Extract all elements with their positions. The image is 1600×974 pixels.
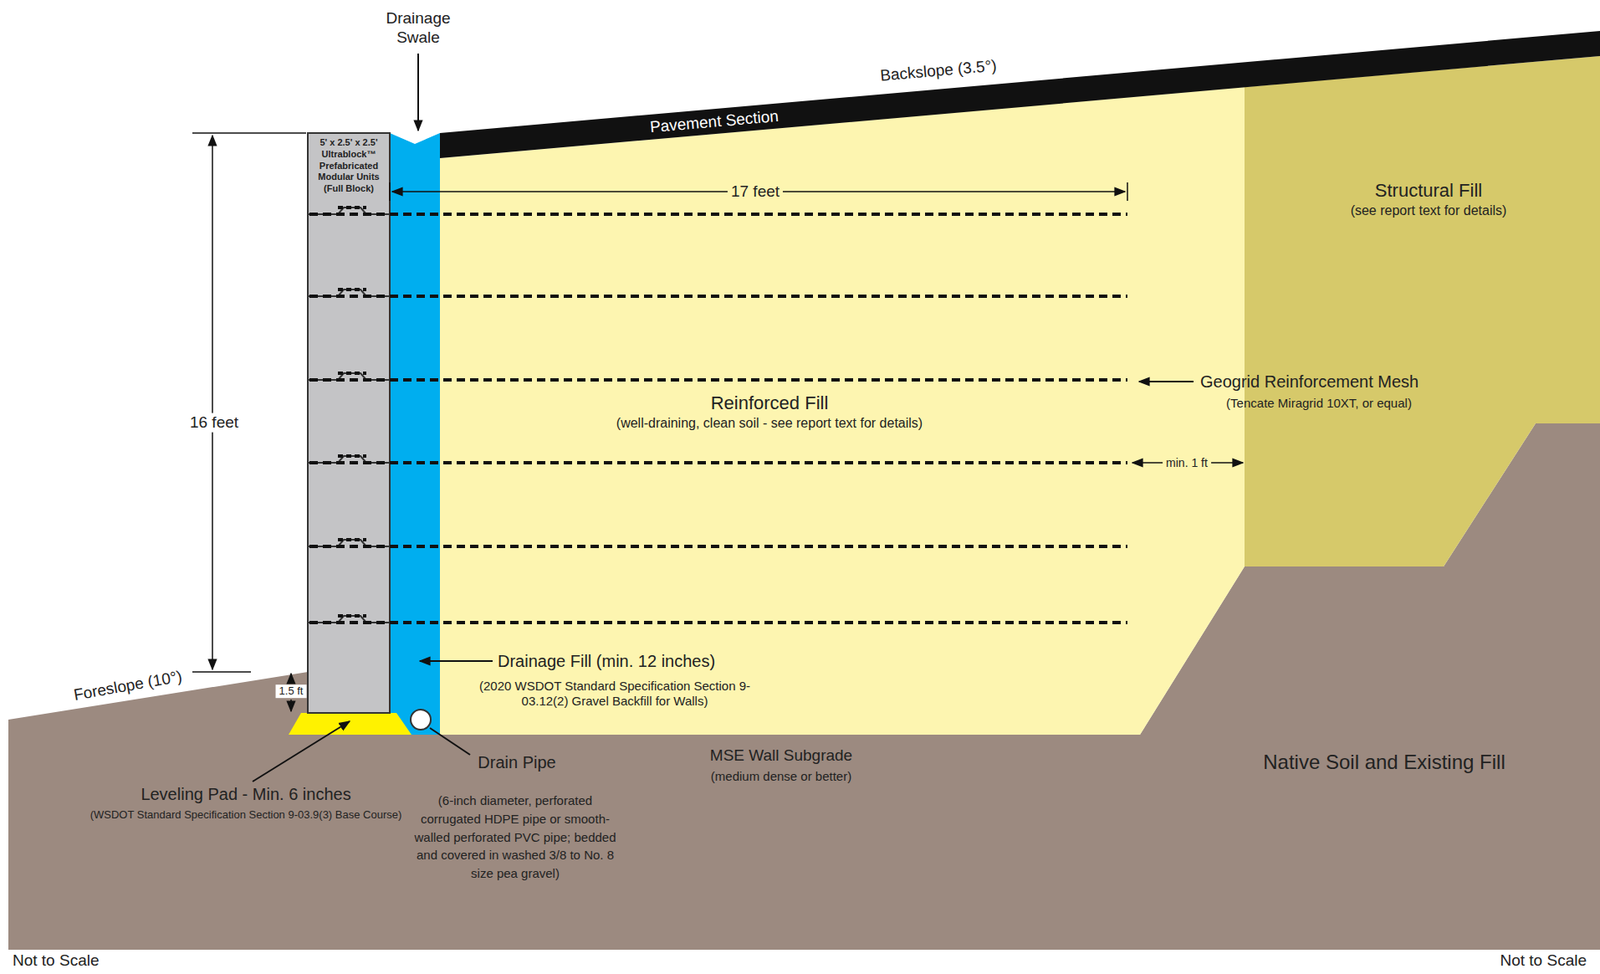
zone-title: Reinforced Fill [501,391,1038,415]
scale-note: Not to Scale [12,950,100,971]
dimension-label: 17 feet [727,182,783,202]
zone-title: Structural Fill [1261,178,1596,203]
geogrid-tab [337,613,367,618]
geogrid-tab [337,205,367,210]
leader-lines [252,53,1194,782]
zone-note: (medium dense or better) [710,768,852,784]
dimension-label: 1.5 ft [276,684,307,698]
dimension-label: 16 feet [186,413,242,433]
geogrid-layers [307,207,1128,623]
drainage-fill [389,132,440,735]
dimension-lines [192,132,1243,711]
zone-note: (well-draining, clean soil - see report … [501,414,1038,432]
geogrid-tab [337,537,367,542]
pavement-section [439,30,1600,159]
drain-pipe [410,709,431,730]
scale-note: Not to Scale [1500,950,1588,971]
slope-label: Backslope (3.5°) [879,56,997,87]
dimension-label: min. 1 ft [1162,455,1212,471]
reinforced-fill-zone: Reinforced Fill(well-draining, clean soi… [501,391,1038,432]
geogrid-layer [309,212,1128,216]
callout-label: Leveling Pad - Min. 6 inches [140,783,351,804]
callout-note: (Tencate Miragrid 10XT, or equal) [1226,395,1412,411]
callout-label: Drainage Swale [376,9,461,48]
reinforced-fill [439,86,1245,735]
zone-title: 5' x 2.5' x 2.5' Ultrablock™ Prefabricat… [309,137,389,195]
leveling-pad [288,712,412,735]
structural-fill-zone: Structural Fill(see report text for deta… [1261,178,1596,220]
geogrid-tab [337,454,367,458]
callout-label: Drain Pipe [477,751,556,772]
geogrid-tab [337,287,367,292]
block-unit-label: 5' x 2.5' x 2.5' Ultrablock™ Prefabricat… [309,137,389,195]
structural-fill [1244,56,1600,567]
zone-label: MSE Wall Subgrade [710,746,853,766]
geogrid-layer [309,378,1128,382]
callout-note: (2020 WSDOT Standard Specification Secti… [472,678,757,709]
callout-note: (WSDOT Standard Specification Section 9-… [90,807,403,822]
callout-note: (6-inch diameter, perforated corrugated … [410,791,620,883]
zone-note: (see report text for details) [1261,202,1596,220]
geogrid-layer [309,294,1128,298]
callout-label: Drainage Fill (min. 12 inches) [497,650,716,671]
zone-title: Native Soil and Existing Fill [1216,749,1552,775]
modular-block-wall [307,132,390,713]
geogrid-tab [337,371,367,375]
geogrid-layer [309,544,1128,548]
geogrid-layer [309,620,1128,624]
native-soil-zone: Native Soil and Existing Fill [1216,749,1552,775]
geogrid-layer [309,460,1128,465]
callout-label: Geogrid Reinforcement Mesh [1200,371,1419,392]
